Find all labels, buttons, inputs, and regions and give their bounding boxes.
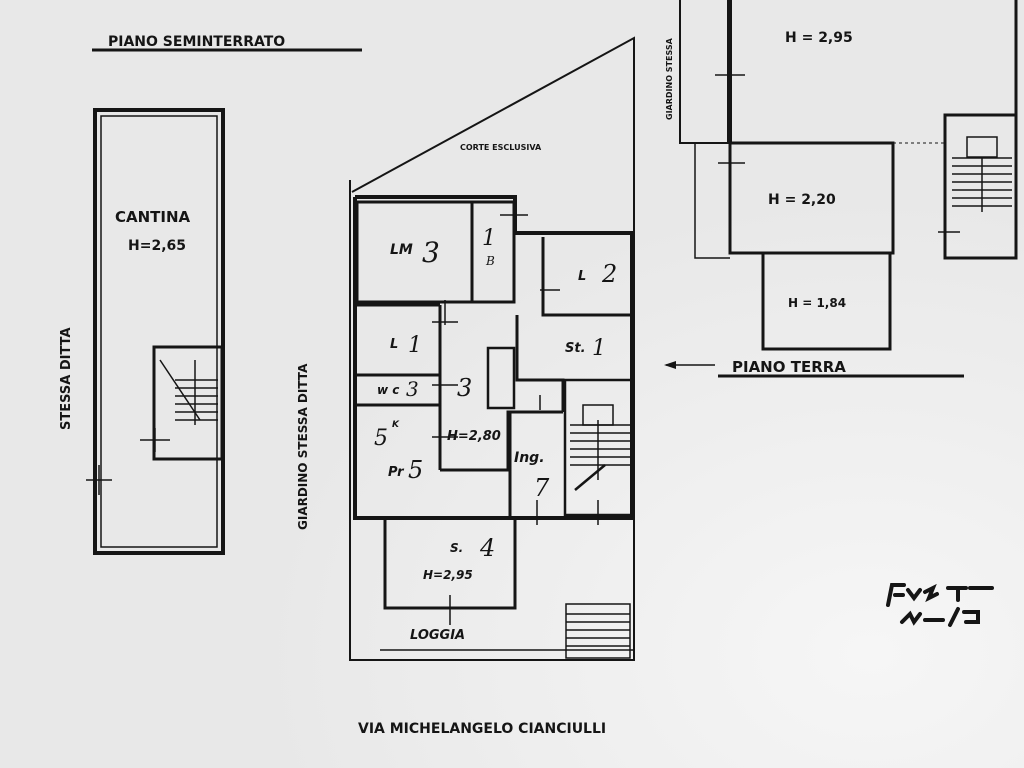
room-l1-number: 1 xyxy=(408,333,422,358)
room-wc-number: 3 xyxy=(406,377,419,401)
room-l2-label: L xyxy=(578,269,586,284)
room-pr-number: 5 xyxy=(408,456,423,484)
room-wc-label: w c xyxy=(377,383,399,397)
room-l1-label: L xyxy=(390,337,398,352)
room-b-number: 1 xyxy=(482,226,496,251)
room-ing-label: Ing. xyxy=(514,450,545,466)
terra-title: PIANO TERRA xyxy=(732,358,846,376)
room-lm-label: LM xyxy=(390,242,413,258)
room-st-number: 1 xyxy=(592,336,606,361)
terra-height-3: H = 1,84 xyxy=(788,296,846,310)
hall-height: H=2,80 xyxy=(447,429,501,444)
giardino-label: GIARDINO STESSA DITTA xyxy=(296,363,310,530)
room-b-label: B xyxy=(485,254,495,268)
piano-seminterrato: PIANO SEMINTERRATO CANTINA H=2,65 STESSA… xyxy=(59,34,362,555)
room-bath xyxy=(470,200,516,304)
room-pr-label: Pr xyxy=(388,465,405,480)
room-labels: LM 3 B 1 L 2 L 1 St. 1 w c 3 3 H=2,80 K … xyxy=(374,226,617,643)
room-ing-number: 7 xyxy=(534,474,550,502)
corte-esclusiva-label: CORTE ESCLUSIVA xyxy=(460,143,542,152)
street-label: VIA MICHELANGELO CIANCIULLI xyxy=(358,721,606,737)
cantina-label: CANTINA xyxy=(115,208,191,226)
room-s-number: 4 xyxy=(479,534,495,562)
terra-height-1: H = 2,95 xyxy=(785,30,853,46)
room-lm-number: 3 xyxy=(422,236,440,269)
stessa-ditta-label: STESSA DITTA xyxy=(59,327,74,430)
room-l2-number: 2 xyxy=(601,260,617,288)
room-st-label: St. xyxy=(565,341,586,356)
terra-height-2: H = 2,20 xyxy=(768,192,836,208)
handwritten-stamp xyxy=(886,583,994,627)
terra-stairs xyxy=(952,136,1012,212)
room-s-height: H=2,95 xyxy=(423,568,473,582)
hall-number: 3 xyxy=(457,374,472,402)
piano-primo: CORTE ESCLUSIVA xyxy=(296,36,635,737)
cantina-stairs xyxy=(159,359,218,425)
room-s-label: S. xyxy=(450,541,463,555)
loggia-label: LOGGIA xyxy=(410,628,465,643)
main-stairs xyxy=(570,404,630,491)
room-k-number: 5 xyxy=(374,426,388,451)
exterior-stairs xyxy=(565,603,631,659)
piano-terra: GIARDINO STESSA H = 2,95 H = 2,20 H = 1,… xyxy=(664,0,1018,378)
cantina-height: H=2,65 xyxy=(128,238,186,254)
terra-side-label: GIARDINO STESSA xyxy=(665,37,674,120)
room-k-label: K xyxy=(392,420,400,430)
seminterrato-title: PIANO SEMINTERRATO xyxy=(108,34,285,50)
